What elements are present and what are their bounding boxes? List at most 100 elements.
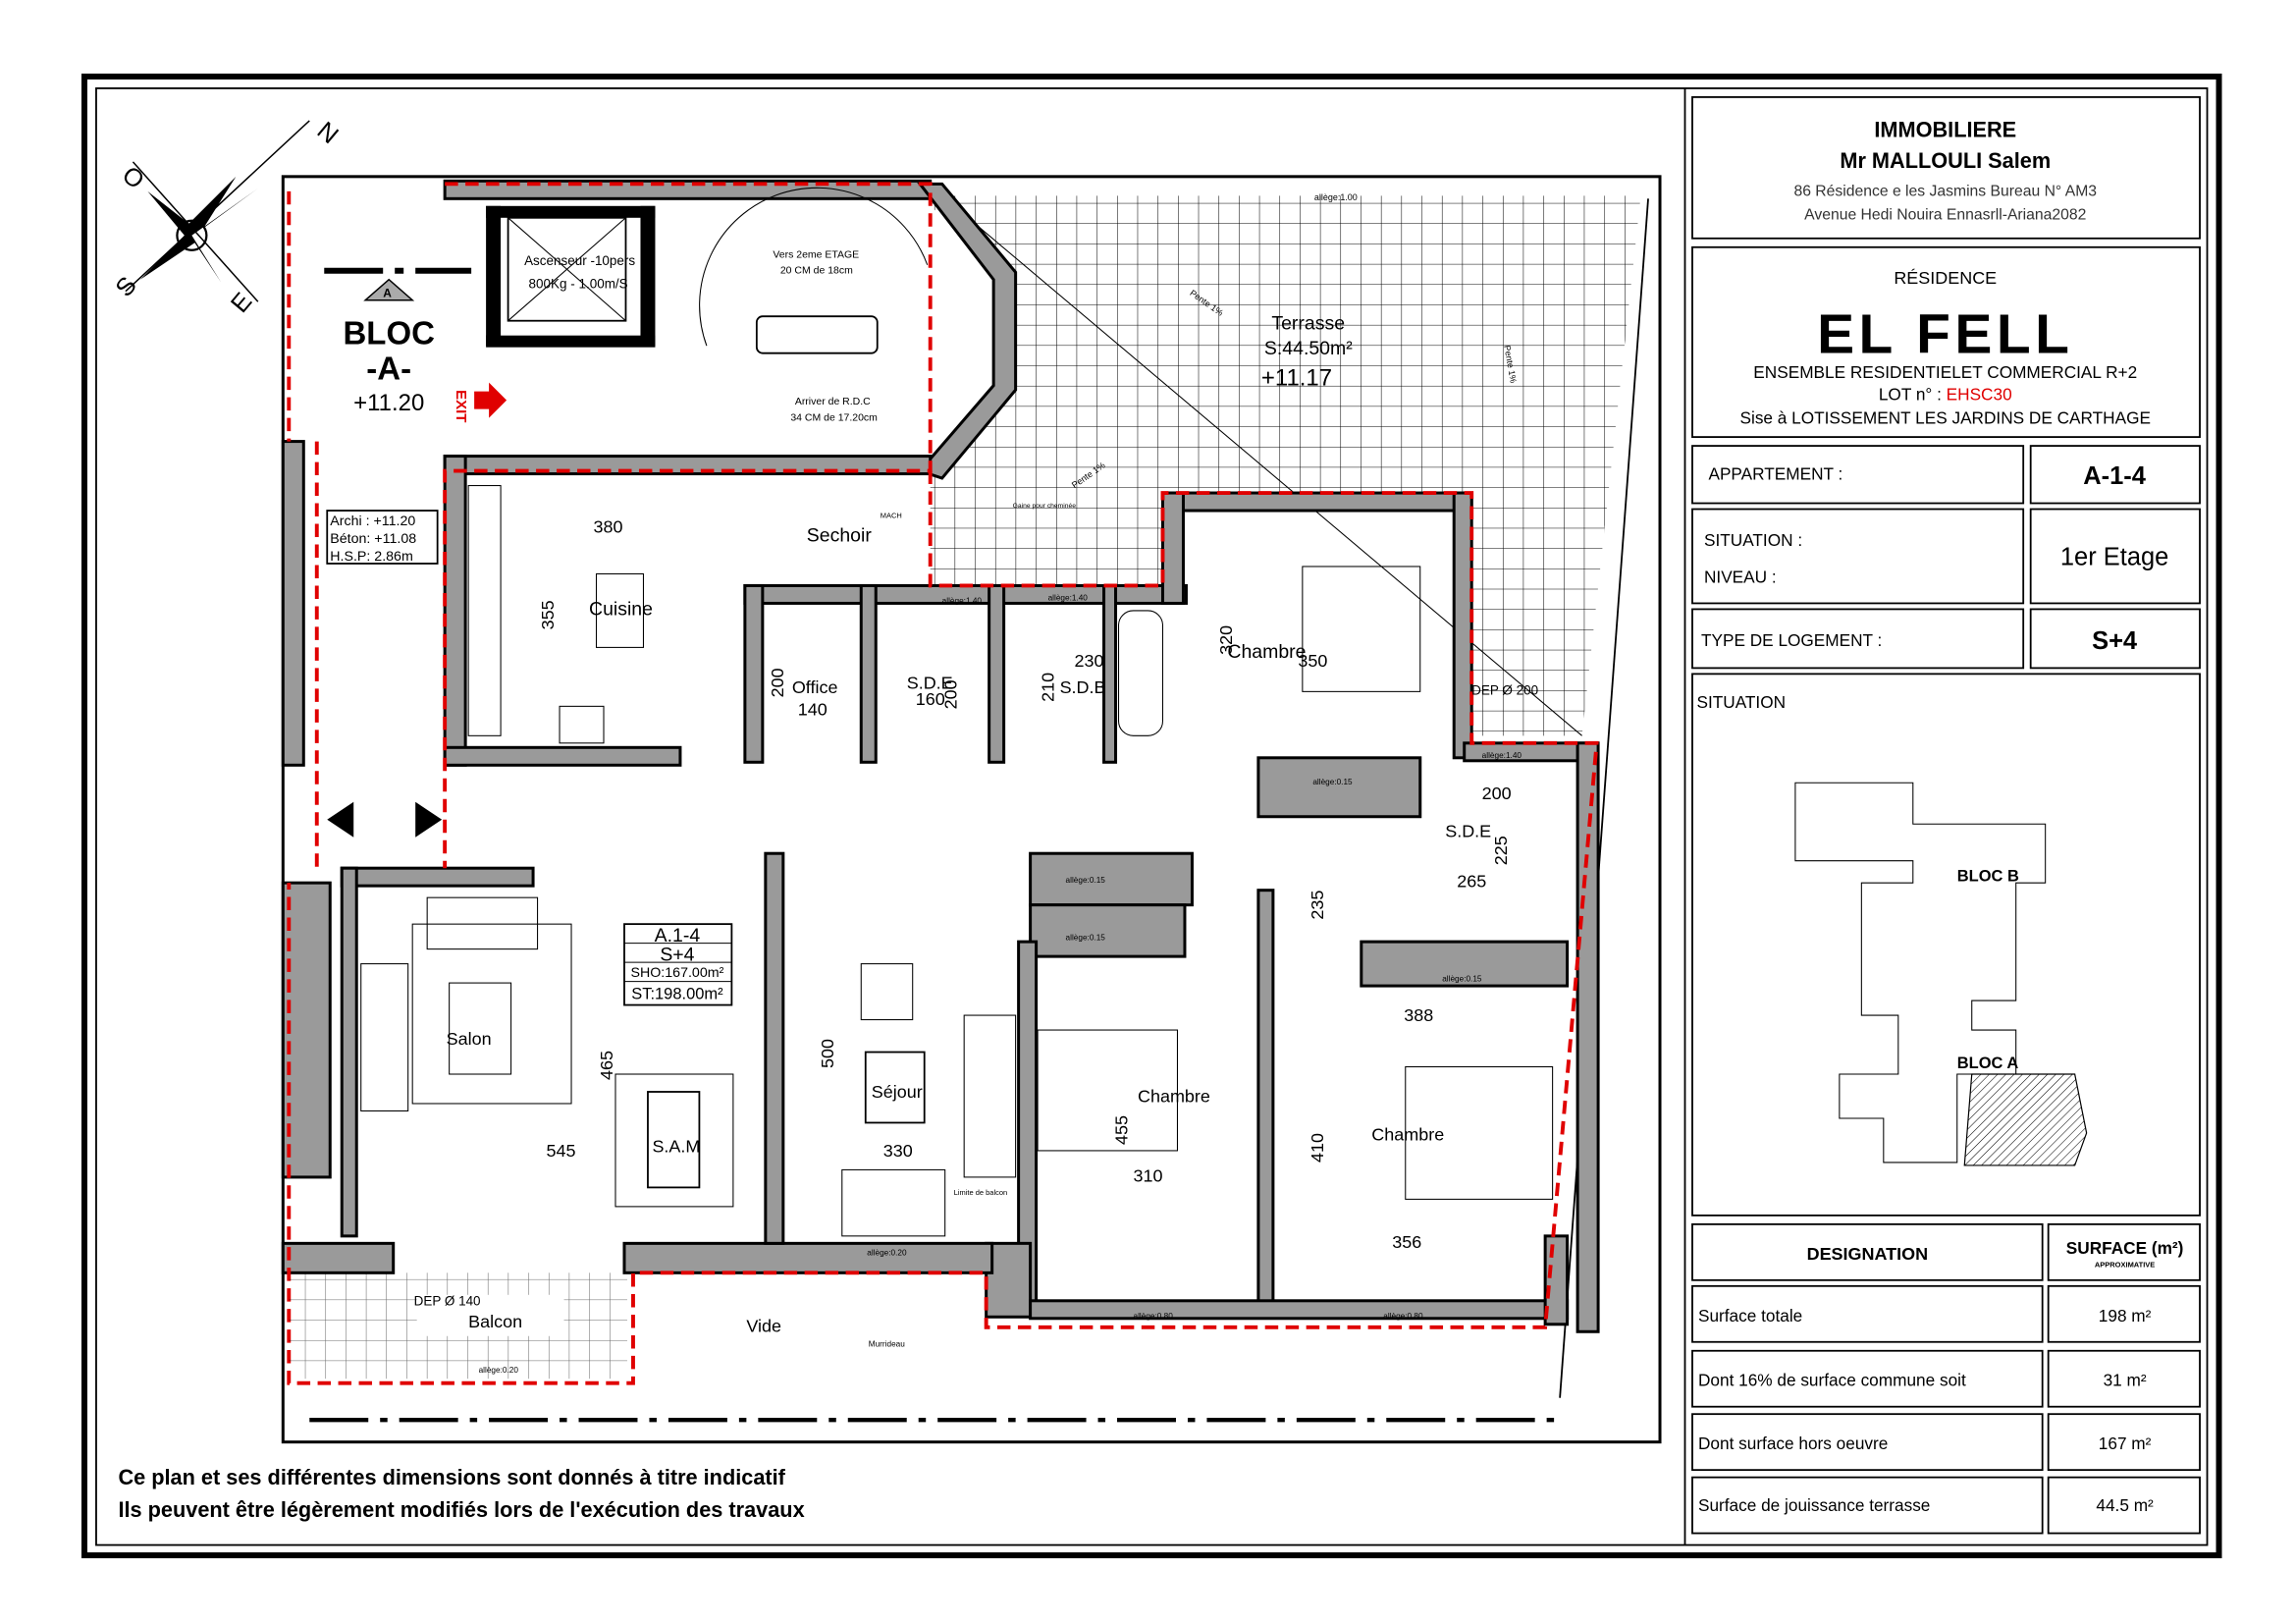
stairs-up-line1: Vers 2eme ETAGE bbox=[773, 249, 859, 260]
niveau-value: 1er Etage bbox=[2060, 543, 2168, 570]
allege-label: allège:1.40 bbox=[942, 596, 983, 605]
residence-label: RÉSIDENCE bbox=[1894, 268, 1997, 288]
situation-map-title: SITUATION bbox=[1696, 692, 1786, 712]
walls bbox=[281, 179, 1600, 1333]
sejour-width: 330 bbox=[883, 1141, 913, 1161]
compass-o: O bbox=[117, 161, 149, 194]
surface-row-value: 198 m² bbox=[2099, 1306, 2152, 1325]
dep140-label: DEP Ø 140 bbox=[414, 1293, 481, 1308]
sde2-height: 225 bbox=[1491, 836, 1511, 865]
balcon-label: Balcon bbox=[468, 1312, 522, 1331]
level-beton: Béton: +11.08 bbox=[330, 531, 416, 547]
exit-sign: EXIT bbox=[453, 390, 469, 422]
allege-label: allège:0.15 bbox=[1066, 934, 1106, 943]
mach-label: MACH bbox=[881, 512, 902, 520]
gaine-label: Gaine pour cheminée bbox=[1013, 503, 1077, 510]
terrace-tiling bbox=[930, 195, 1641, 736]
allege-label: allège:0.80 bbox=[1383, 1312, 1423, 1321]
cuisine-width: 380 bbox=[594, 517, 623, 537]
bloc-letter: -A- bbox=[366, 351, 411, 387]
allege-label: allège:0.15 bbox=[1442, 975, 1482, 984]
office-label: Office bbox=[792, 677, 838, 697]
surface-row: Surface totale 198 m² bbox=[1691, 1284, 2201, 1343]
cuisine-height: 355 bbox=[538, 600, 558, 629]
surface-row-label: Dont surface hors oeuvre bbox=[1698, 1434, 1888, 1453]
tag-sho: SHO:167.00m² bbox=[631, 965, 724, 981]
surface-row-label: Dont 16% de surface commune soit bbox=[1698, 1371, 1966, 1390]
lot-code: EHSC30 bbox=[1947, 385, 2012, 405]
bloc-level: +11.20 bbox=[353, 390, 424, 416]
surface-row: Dont surface hors oeuvre 167 m² bbox=[1691, 1413, 2201, 1472]
vide-label: Vide bbox=[746, 1316, 781, 1335]
section-marker-icon bbox=[363, 278, 415, 301]
chambre3-label: Chambre bbox=[1371, 1124, 1444, 1144]
sheet-inner-border bbox=[95, 87, 2209, 1546]
map-bloc-a: BLOC A bbox=[1957, 1055, 2019, 1072]
salon-width: 545 bbox=[547, 1141, 576, 1161]
bloc-marker-letter: A bbox=[383, 287, 392, 300]
bloc-title: BLOC bbox=[343, 315, 434, 352]
sejour-height: 500 bbox=[818, 1039, 837, 1068]
dep200-label: DEP Ø 200 bbox=[1471, 682, 1538, 697]
map-bloc-b: BLOC B bbox=[1957, 868, 2019, 886]
designation-header: DESIGNATION bbox=[1807, 1244, 1928, 1264]
sdb-label: S.D.B bbox=[1060, 677, 1106, 697]
tag-st: ST:198.00m² bbox=[631, 986, 723, 1003]
elevator-line2: 800Kg - 1.00m/S bbox=[529, 277, 628, 292]
sde2-width: 200 bbox=[1482, 784, 1512, 803]
plan-frame bbox=[281, 175, 1662, 1444]
exit-arrow-icon bbox=[474, 382, 507, 418]
lot-line: LOT n° : EHSC30 bbox=[1879, 385, 2012, 405]
surface-row-value: 31 m² bbox=[2104, 1371, 2147, 1390]
surface-row: Surface de jouissance terrasse 44.5 m² bbox=[1691, 1476, 2201, 1535]
niveau-label: NIVEAU : bbox=[1704, 567, 1777, 586]
location-line: Sise à LOTISSEMENT LES JARDINS DE CARTHA… bbox=[1740, 408, 2151, 428]
surface-row: Dont 16% de surface commune soit 31 m² bbox=[1691, 1349, 2201, 1408]
tag-type: S+4 bbox=[660, 945, 694, 966]
compass-e: E bbox=[226, 288, 257, 318]
cuisine-label: Cuisine bbox=[589, 598, 653, 620]
allege-label: allège:1.40 bbox=[1048, 593, 1089, 602]
type-label: TYPE DE LOGEMENT : bbox=[1701, 630, 1882, 650]
chambre2-width: 310 bbox=[1134, 1165, 1163, 1185]
situation-map: BLOC B BLOC A bbox=[1794, 782, 2088, 1166]
sdb-height: 210 bbox=[1039, 673, 1058, 702]
apartment-label: APPARTEMENT : bbox=[1708, 464, 1842, 484]
arrow-right-icon bbox=[415, 801, 443, 838]
level-hsp: H.S.P: 2.86m bbox=[330, 549, 413, 565]
surface-row-value: 44.5 m² bbox=[2096, 1495, 2154, 1515]
note-line-2: Ils peuvent être légèrement modifiés lor… bbox=[118, 1497, 804, 1522]
sde1-height: 200 bbox=[941, 679, 961, 709]
situation-label: SITUATION : bbox=[1704, 530, 1802, 550]
chambre3-top: 388 bbox=[1404, 1005, 1433, 1025]
allege-label: allège:0.20 bbox=[479, 1366, 519, 1375]
stairs-down-line2: 34 CM de 17.20cm bbox=[790, 413, 878, 424]
sdb-width: 230 bbox=[1075, 651, 1104, 671]
type-value: S+4 bbox=[2092, 627, 2138, 655]
sheet-outer-border bbox=[80, 73, 2222, 1559]
level-archi: Archi : +11.20 bbox=[330, 514, 415, 529]
chambre1-height: 320 bbox=[1216, 625, 1236, 655]
limite-label: Limite de balcon bbox=[954, 1188, 1008, 1197]
company-name: IMMOBILIERE bbox=[1874, 117, 2016, 141]
note-line-1: Ce plan et ses différentes dimensions so… bbox=[118, 1465, 785, 1489]
allege-label: allège:0.15 bbox=[1066, 876, 1106, 885]
project-description: ENSEMBLE RESIDENTIELET COMMERCIAL R+2 bbox=[1753, 362, 2137, 382]
terrace-area: S:44.50m² bbox=[1264, 338, 1353, 359]
chambre1-label: Chambre bbox=[1227, 641, 1306, 663]
apartment-value: A-1-4 bbox=[2083, 462, 2147, 490]
stairs-up-line2: 20 CM de 18cm bbox=[780, 266, 853, 277]
residence-name: EL FELL bbox=[1817, 303, 2073, 366]
office-height: 200 bbox=[768, 668, 787, 697]
surface-row-label: Surface totale bbox=[1698, 1306, 1802, 1325]
terrace-level: +11.17 bbox=[1261, 365, 1332, 392]
chambre3-width: 356 bbox=[1392, 1232, 1421, 1252]
compass-n: N bbox=[312, 117, 344, 149]
lot-label: LOT n° : bbox=[1879, 385, 1942, 405]
elevator-line1: Ascenseur -10pers bbox=[524, 253, 635, 268]
terrace-allege: allège:1.00 bbox=[1314, 192, 1358, 202]
sejour-label: Séjour bbox=[872, 1082, 923, 1102]
address-line-1: 86 Résidence e les Jasmins Bureau N° AM3 bbox=[1793, 183, 2097, 199]
sam-label: S.A.M bbox=[652, 1136, 700, 1156]
salon-height: 465 bbox=[597, 1051, 616, 1080]
